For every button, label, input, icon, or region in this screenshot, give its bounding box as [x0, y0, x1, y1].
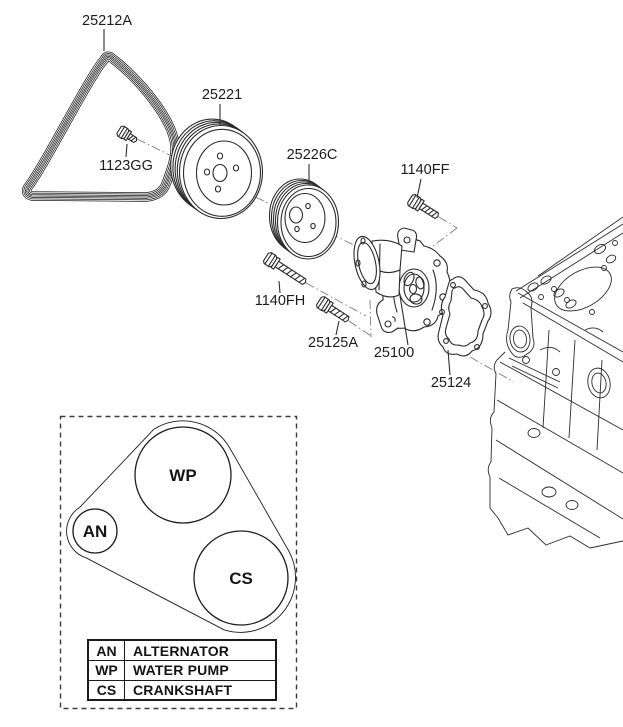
bolt-small-part-label: 1123GG	[99, 158, 153, 174]
water-pump-part-label: 25100	[374, 345, 414, 361]
inset-an-label: AN	[83, 522, 108, 541]
water-pump-pulley-drawing	[170, 118, 264, 220]
drive-belt-drawing	[21, 51, 180, 202]
legend-code-an: AN	[89, 641, 125, 661]
bolt-a-part-label: 25125A	[308, 335, 358, 351]
legend-name-alternator: ALTERNATOR	[133, 642, 230, 659]
belt-routing-inset: WP AN CS	[59, 415, 298, 710]
inset-dashed-border	[59, 415, 298, 710]
bolt-25125a-drawing	[315, 296, 350, 323]
inset-wp-label: WP	[169, 466, 196, 485]
centerline-gasket-to-block	[455, 348, 515, 383]
water-pump-drawing	[353, 227, 451, 333]
inset-cs-pulley	[193, 530, 289, 626]
pulley-a-part-label: 25221	[202, 87, 242, 103]
belt-part-label: 25212A	[82, 13, 132, 29]
gasket-part-label: 25124	[431, 375, 471, 391]
bolt-1123gg-drawing	[116, 125, 138, 143]
leader-lines	[103, 29, 451, 376]
pulley-b-part-label: 25226C	[287, 147, 338, 163]
legend-code-cs: CS	[89, 679, 125, 699]
bolt-fh-part-label: 1140FH	[255, 293, 306, 309]
inset-cs-label: CS	[229, 569, 253, 588]
engine-block-drawing	[487, 216, 623, 549]
legend-name-water-pump: WATER PUMP	[125, 660, 275, 679]
legend-table: AN ALTERNATOR WP WATER PUMP CS CRANKSHAF…	[87, 639, 277, 701]
legend-name-crankshaft: CRANKSHAFT	[125, 679, 275, 699]
bolt-ff-part-label: 1140FF	[401, 162, 450, 178]
small-pulley-drawing	[268, 178, 340, 260]
inset-an-pulley	[72, 508, 118, 554]
gasket-drawing	[437, 276, 492, 357]
bolt-1140fh-drawing	[262, 252, 307, 286]
legend-code-wp: WP	[89, 660, 125, 680]
bolt-1140ff-drawing	[407, 193, 439, 219]
inset-wp-pulley	[134, 426, 232, 524]
